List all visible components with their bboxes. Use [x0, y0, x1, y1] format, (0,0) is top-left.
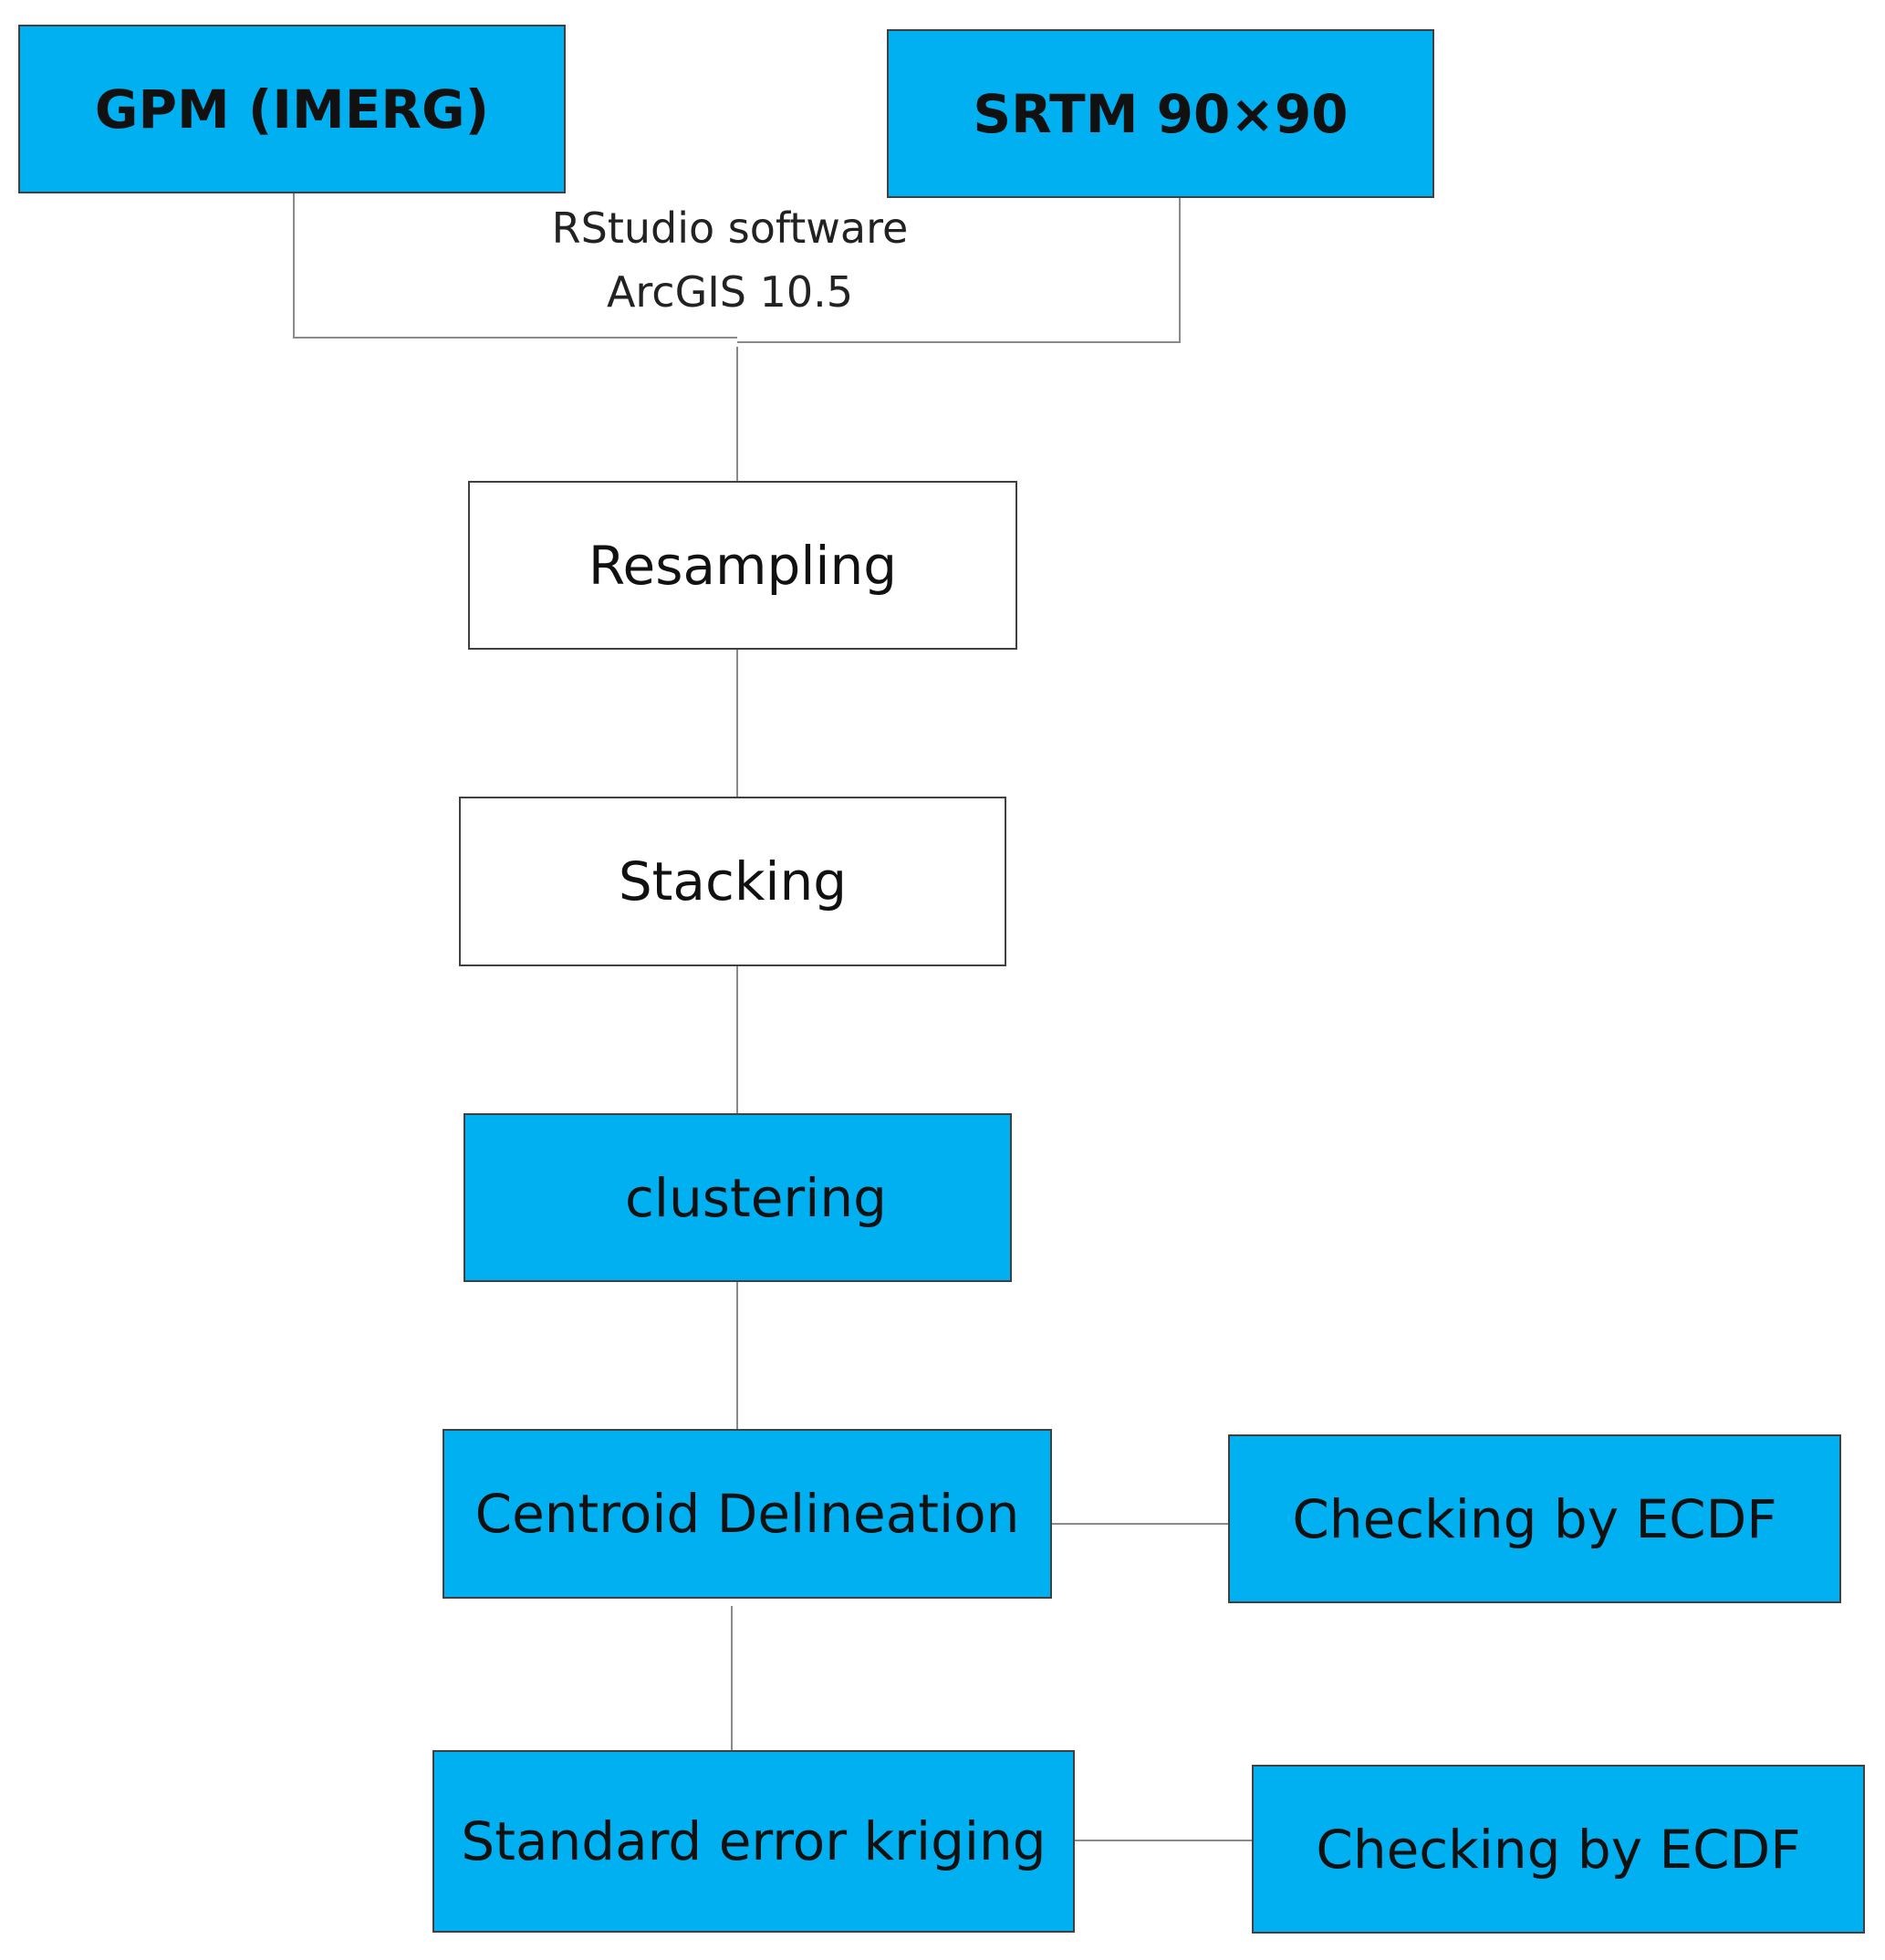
- check-ecdf-box-1: Checking by ECDF: [1228, 1434, 1841, 1603]
- check-ecdf-label-1: Checking by ECDF: [1292, 1487, 1777, 1550]
- srtm-label: SRTM 90×90: [973, 82, 1349, 145]
- resampling-label: Resampling: [588, 534, 898, 597]
- centroid-delineation-label: Centroid Delineation: [474, 1483, 1020, 1545]
- tools-line-arcgis: ArcGIS 10.5: [606, 267, 854, 317]
- tools-line-rstudio: RStudio software: [551, 203, 909, 253]
- standard-error-kriging-box: Standard error kriging: [432, 1750, 1075, 1933]
- gpm-imerg-label: GPM (IMERG): [94, 78, 490, 141]
- stacking-box: Stacking: [459, 797, 1006, 966]
- srtm-box: SRTM 90×90: [887, 29, 1434, 198]
- tools-note: RStudio software ArcGIS 10.5: [456, 196, 1004, 324]
- clustering-box: clustering: [463, 1113, 1012, 1282]
- srtm-connector: [737, 198, 1181, 343]
- gpm-connector: [293, 193, 737, 339]
- standard-error-kriging-label: Standard error kriging: [461, 1810, 1047, 1872]
- check-ecdf-label-2: Checking by ECDF: [1316, 1818, 1801, 1881]
- clustering-label: clustering: [625, 1166, 887, 1229]
- resampling-box: Resampling: [468, 481, 1017, 650]
- gpm-imerg-box: GPM (IMERG): [18, 25, 566, 193]
- stacking-label: Stacking: [618, 850, 848, 912]
- centroid-delineation-box: Centroid Delineation: [443, 1429, 1052, 1599]
- check-ecdf-box-2: Checking by ECDF: [1252, 1765, 1865, 1934]
